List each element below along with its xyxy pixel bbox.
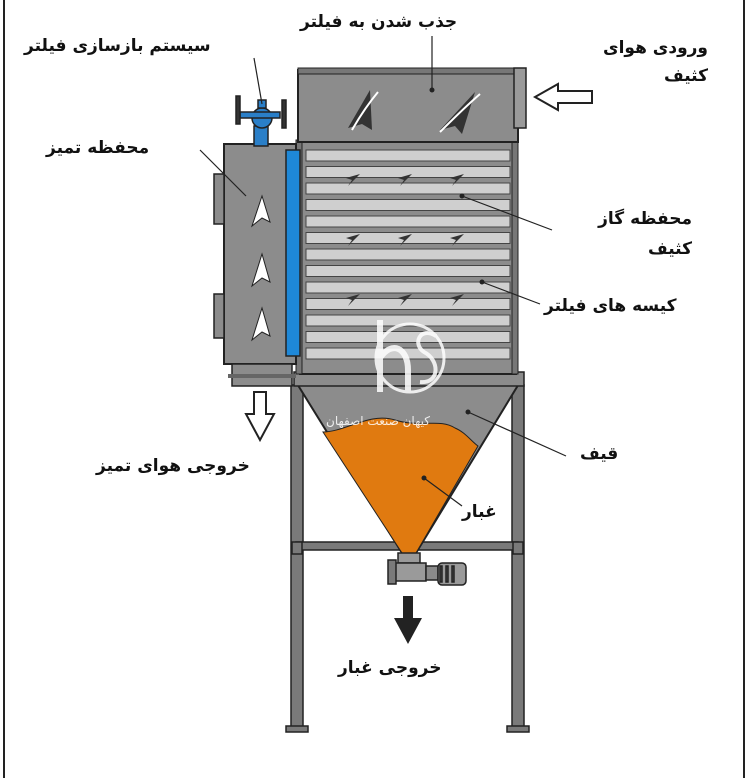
airflow-arrow-icon — [450, 174, 464, 186]
filter-bag — [305, 248, 511, 261]
airflow-arrow-icon — [398, 294, 412, 306]
filter-housing — [295, 139, 519, 375]
clean-chamber — [213, 143, 301, 387]
filter-bag — [305, 215, 511, 228]
label-filter-bags: کیسه های فیلتر — [544, 296, 677, 316]
label-dust-outlet: خروجی غبار — [338, 658, 442, 678]
filter-bag — [305, 265, 511, 277]
filter-bag — [305, 314, 511, 327]
filter-bag — [305, 149, 511, 162]
filter-bags-group — [305, 149, 511, 360]
leader-dots — [421, 87, 485, 481]
hopper — [293, 371, 525, 554]
filter-bag — [305, 281, 511, 294]
clean-air-outlet-arrow-icon — [244, 391, 276, 443]
page-frame — [3, 0, 745, 778]
airflow-arrow-icon — [346, 294, 360, 306]
dust-pile — [322, 417, 479, 554]
label-filter-cleaning-system: سیستم بازسازی فیلتر — [24, 36, 211, 56]
airflow-arrow-icon — [398, 234, 412, 246]
label-clean-air-outlet: خروجی هوای تمیز — [96, 456, 250, 476]
filter-bag — [305, 182, 511, 195]
label-suction-to-filter: جذب شدن به فیلتر — [300, 12, 458, 32]
company-logo — [374, 320, 446, 394]
plenum-arrow-left — [351, 91, 379, 131]
airflow-arrow-icon — [398, 174, 412, 186]
filter-bag — [305, 331, 511, 343]
airflow-arrow-icon — [346, 234, 360, 246]
pulse-cleaning-system — [235, 95, 287, 147]
label-hopper: قیف — [580, 444, 619, 464]
top-plenum — [297, 67, 527, 143]
filter-bag — [305, 199, 511, 211]
plenum-arrow-right — [439, 93, 481, 133]
airflow-arrow-icon — [346, 174, 360, 186]
filter-bag — [305, 298, 511, 310]
airflow-arrow-icon — [450, 294, 464, 306]
airflow-arrow-icon — [450, 234, 464, 246]
inlet-arrow-icon — [532, 82, 593, 112]
label-dust: غبار — [462, 502, 497, 522]
label-dirty-gas-chamber: محفظه گاز کثیف — [598, 209, 692, 259]
label-dirty-air-inlet: ورودی هوای کثیف — [603, 38, 708, 86]
leader-lines — [199, 36, 567, 507]
label-clean-chamber: محفظه تمیز — [46, 138, 150, 158]
watermark-company: کیهان صنعت اصفهان — [326, 414, 430, 428]
rotary-valve — [387, 552, 467, 586]
dust-outlet-arrow-icon — [394, 596, 422, 644]
